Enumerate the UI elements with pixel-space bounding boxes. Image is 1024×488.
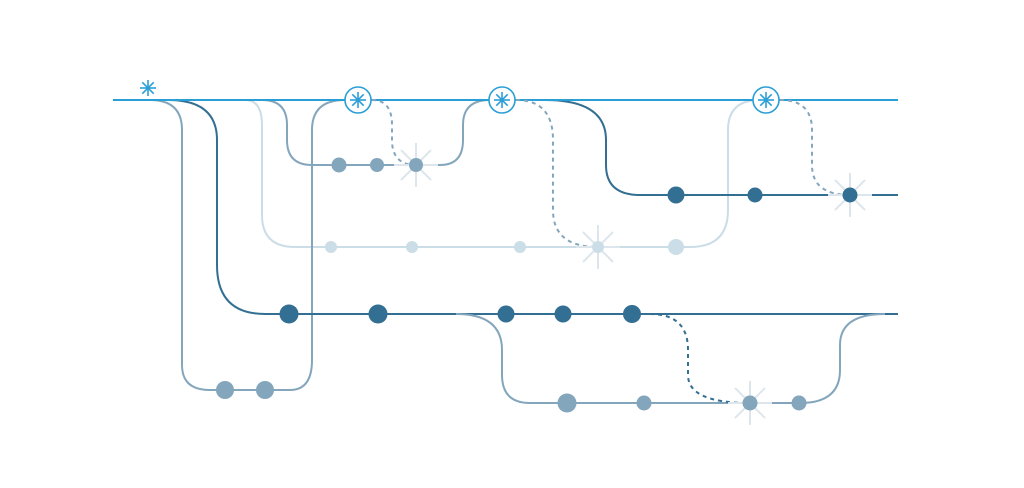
commit-dot [331,157,347,173]
commit-dot [623,305,641,323]
commit-dot [409,158,423,172]
commit-dot [557,393,577,413]
merge-markers [344,86,780,114]
merge-connector [649,313,751,404]
commit-dot [256,381,274,399]
branch-line-a [261,99,491,166]
commit-dot [668,239,684,255]
branch-line-d [544,99,898,196]
commit-dot [279,304,299,324]
commit-dot [742,395,758,411]
branch-line-e [455,313,886,404]
branch-line-f [148,99,346,391]
commit-dot [370,158,384,172]
asterisk-icon [140,80,156,96]
commit-dot [667,186,685,204]
sparks [394,143,872,425]
branch-line-c [230,99,761,248]
branch-line-b [167,99,898,315]
merge-marker [752,86,780,114]
commit-dot [216,381,234,399]
asterisk-icon [494,92,510,108]
merge-marker [488,86,516,114]
asterisk-icon [758,92,774,108]
branch-lines [113,99,898,404]
commit-dot [406,241,418,253]
commit-dot [514,241,526,253]
commit-dot [636,395,652,411]
merge-connectors [371,99,851,404]
commit-dot [791,395,807,411]
commit-dot [842,187,858,203]
commit-dot [592,241,604,253]
commits [216,157,858,413]
commit-dot [325,241,337,253]
merge-connector [515,99,599,248]
commit-dot [497,305,515,323]
asterisk-icon [350,92,366,108]
merge-marker [344,86,372,114]
commit-dot [368,304,388,324]
merge-connector [779,99,851,196]
merge-connector [371,99,417,166]
commit-dot [747,187,763,203]
commit-dot [554,305,572,323]
